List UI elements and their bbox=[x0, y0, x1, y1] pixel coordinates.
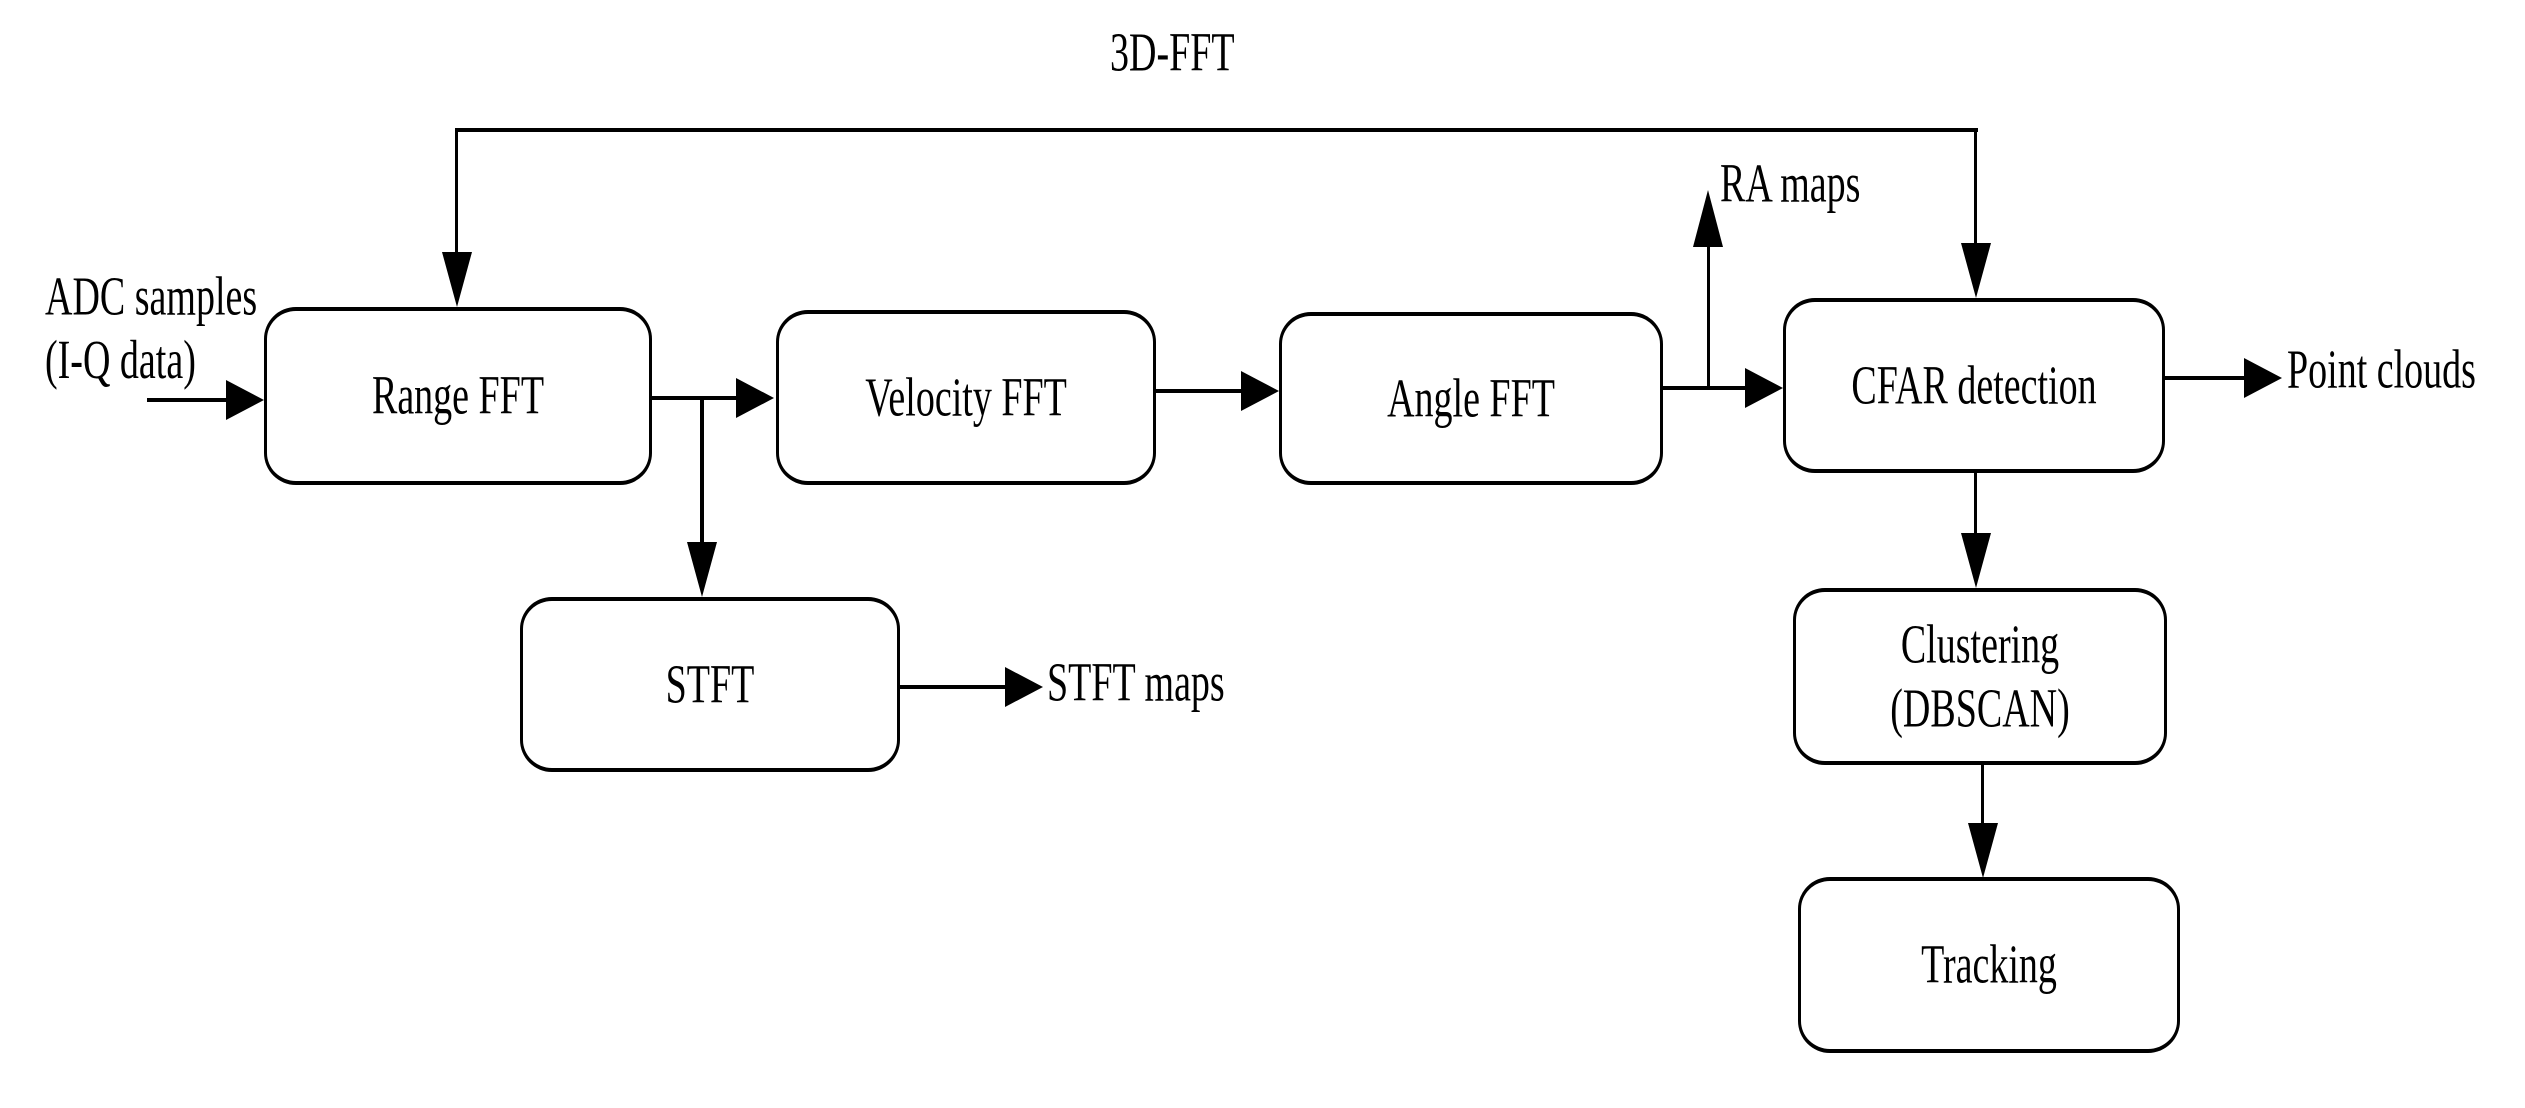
arrowhead-into-range-fft-top bbox=[442, 252, 472, 307]
connector-input bbox=[147, 398, 227, 402]
connector-range-to-velocity bbox=[650, 396, 738, 400]
stft-maps-label: STFT maps bbox=[1047, 651, 1225, 713]
connector-velocity-to-angle bbox=[1154, 389, 1244, 393]
connector-clustering-to-tracking bbox=[1981, 763, 1984, 823]
arrowhead-into-stft bbox=[687, 542, 717, 597]
arrowhead-into-angle-fft bbox=[1241, 371, 1279, 411]
ra-maps-label: RA maps bbox=[1720, 152, 1860, 214]
node-clustering-label: Clustering bbox=[1900, 614, 2060, 676]
node-clustering: Clustering (DBSCAN) bbox=[1793, 588, 2167, 765]
node-velocity-fft-label: Velocity FFT bbox=[865, 367, 1067, 428]
node-cfar-detection-label: CFAR detection bbox=[1851, 355, 2097, 416]
connector-range-to-stft bbox=[700, 396, 704, 542]
connector-3dfft-right-drop bbox=[1974, 128, 1977, 244]
input-label: ADC samples (I-Q data) bbox=[45, 265, 258, 391]
input-label-line2: (I-Q data) bbox=[45, 330, 196, 392]
arrowhead-into-cfar bbox=[1745, 368, 1783, 408]
input-label-line1: ADC samples bbox=[45, 266, 258, 328]
node-velocity-fft: Velocity FFT bbox=[776, 310, 1156, 485]
node-angle-fft: Angle FFT bbox=[1279, 312, 1663, 485]
node-cfar-detection: CFAR detection bbox=[1783, 298, 2165, 473]
arrowhead-point-clouds bbox=[2244, 358, 2282, 398]
point-clouds-label-text: Point clouds bbox=[2287, 339, 2476, 401]
arrowhead-into-cfar-top bbox=[1961, 243, 1991, 298]
arrowhead-stft-maps bbox=[1005, 667, 1043, 707]
arrowhead-into-tracking bbox=[1968, 823, 1998, 878]
arrowhead-into-velocity-fft bbox=[736, 378, 774, 418]
node-range-fft-label: Range FFT bbox=[371, 365, 545, 427]
connector-3dfft-top bbox=[455, 128, 1978, 132]
connector-ra-maps bbox=[1707, 247, 1710, 388]
node-tracking: Tracking bbox=[1798, 877, 2180, 1053]
diagram-title-text: 3D-FFT bbox=[1110, 22, 1235, 84]
diagram-title: 3D-FFT bbox=[1110, 21, 1235, 83]
connector-angle-to-cfar bbox=[1661, 386, 1745, 390]
node-range-fft: Range FFT bbox=[264, 307, 652, 485]
connector-stft-to-stft-maps bbox=[898, 685, 1006, 689]
arrowhead-ra-maps bbox=[1693, 190, 1723, 247]
node-clustering-sublabel: (DBSCAN) bbox=[1890, 677, 2070, 739]
node-angle-fft-label: Angle FFT bbox=[1387, 368, 1555, 429]
arrowhead-into-range-fft bbox=[226, 380, 264, 420]
connector-cfar-to-point-clouds bbox=[2163, 376, 2245, 380]
node-tracking-label: Tracking bbox=[1921, 934, 2057, 996]
connector-3dfft-left-drop bbox=[455, 128, 458, 254]
connector-cfar-to-clustering bbox=[1974, 471, 1977, 533]
point-clouds-label: Point clouds bbox=[2287, 338, 2476, 400]
stft-maps-label-text: STFT maps bbox=[1047, 652, 1225, 714]
arrowhead-into-clustering bbox=[1961, 533, 1991, 588]
node-stft-label: STFT bbox=[665, 654, 755, 715]
node-stft: STFT bbox=[520, 597, 900, 772]
ra-maps-label-text: RA maps bbox=[1720, 153, 1861, 215]
